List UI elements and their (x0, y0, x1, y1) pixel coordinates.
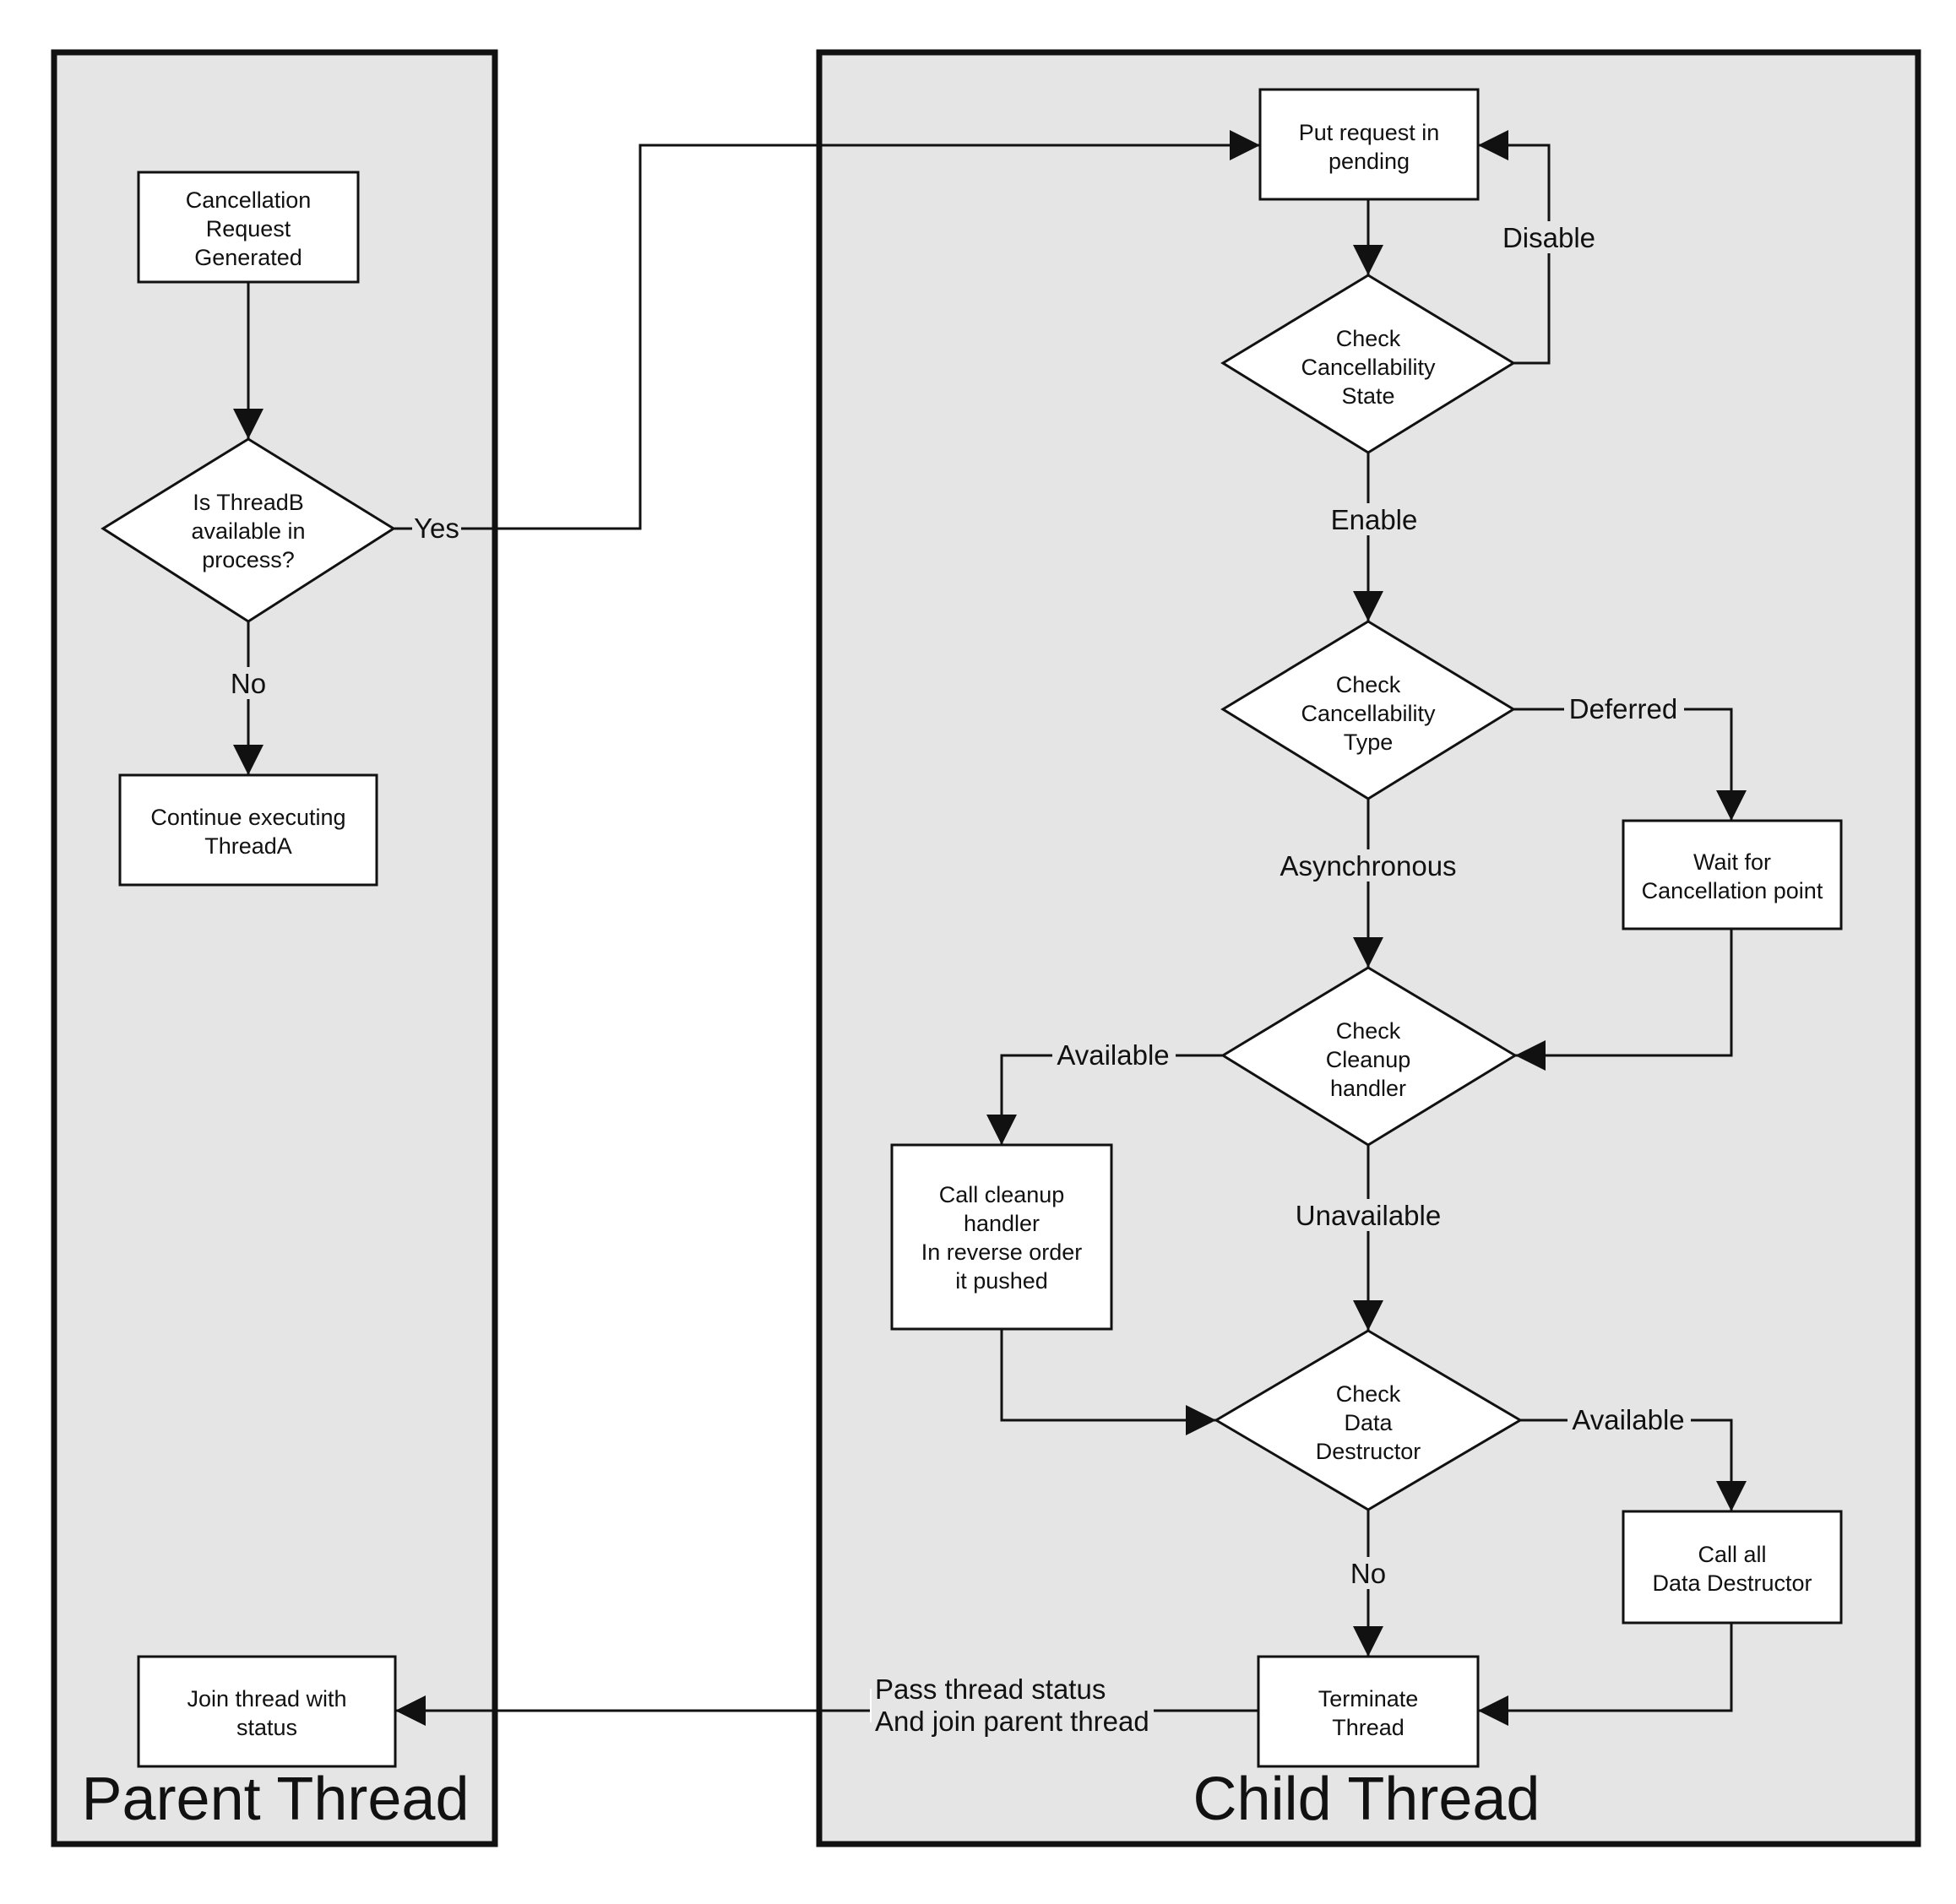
node-label: Join thread with (187, 1686, 346, 1711)
edge-destructors-to-terminate (1478, 1623, 1733, 1726)
node-label: Data (1344, 1410, 1393, 1435)
node-continue-executing: Continue executing ThreadA (118, 773, 378, 887)
edge-label-no: No (231, 668, 266, 699)
node-label: Thread (1332, 1715, 1405, 1740)
node-terminate-thread: Terminate Thread (1257, 1655, 1480, 1768)
node-label: pending (1328, 149, 1410, 174)
node-label: Terminate (1318, 1686, 1419, 1711)
node-label: Data Destructor (1652, 1570, 1812, 1596)
parent-thread-lane: Parent Thread (51, 49, 498, 1847)
node-call-cleanup-handler: Call cleanup handler In reverse order it… (890, 1143, 1113, 1331)
edge-label-pass-status: Pass thread status (875, 1673, 1106, 1705)
edge-label-join-parent: And join parent thread (875, 1706, 1149, 1737)
node-label: Check (1336, 1018, 1401, 1044)
node-label: Request (206, 216, 291, 241)
edge-cleanup-to-destructor (1000, 1329, 1216, 1435)
edge-label-enable: Enable (1331, 504, 1418, 535)
node-label: ThreadA (204, 833, 292, 859)
node-label: Generated (194, 245, 302, 270)
node-label: Type (1344, 730, 1394, 755)
edge-label-unavailable: Unavailable (1296, 1200, 1441, 1231)
node-label: available in (191, 518, 305, 544)
node-label: process? (202, 547, 295, 572)
edge-wait-to-cleanup (1515, 929, 1733, 1071)
edge-label-available-cleanup: Available (1057, 1039, 1169, 1071)
node-label: Put request in (1299, 120, 1440, 145)
node-label: Cancellation point (1642, 878, 1823, 903)
decision-check-data-destructor: Check Data Destructor (1214, 1329, 1523, 1511)
edge-label-no-destructor: No (1350, 1558, 1386, 1589)
node-label: Cleanup (1326, 1047, 1411, 1072)
node-label: Wait for (1693, 849, 1771, 875)
node-label: Check (1336, 326, 1401, 351)
decision-check-cancellability-type: Check Cancellability Type (1220, 620, 1516, 800)
edge-label-disable: Disable (1502, 222, 1595, 253)
decision-check-cancellability-state: Check Cancellability State (1220, 274, 1516, 454)
node-label: Is ThreadB (193, 490, 304, 515)
node-label: Call cleanup (939, 1182, 1065, 1207)
node-label: Cancellation (186, 187, 312, 213)
node-label: Check (1336, 1381, 1401, 1407)
node-label: Destructor (1316, 1439, 1421, 1464)
node-label: Cancellability (1301, 701, 1436, 726)
parent-thread-title: Parent Thread (82, 1766, 470, 1833)
node-label: handler (1330, 1076, 1406, 1101)
node-label: Continue executing (150, 805, 345, 830)
node-label: Check (1336, 672, 1401, 697)
edge-label-available-destructor: Available (1572, 1404, 1684, 1435)
node-cancellation-request: Cancellation Request Generated (137, 171, 360, 284)
edge-disable-loop (1478, 130, 1551, 365)
node-wait-cancellation-point: Wait for Cancellation point (1622, 819, 1843, 930)
node-label: Call all (1698, 1542, 1766, 1567)
node-label: status (236, 1715, 297, 1740)
edge-label-asynchronous: Asynchronous (1280, 850, 1456, 881)
node-label: handler (964, 1211, 1040, 1236)
node-put-request-pending: Put request in pending (1258, 88, 1480, 201)
edge-yes-to-pending (394, 130, 1260, 530)
child-thread-title: Child Thread (1193, 1766, 1540, 1833)
edge-label-yes: Yes (414, 513, 459, 544)
decision-is-threadb-available: Is ThreadB available in process? (101, 437, 396, 623)
node-label: State (1341, 383, 1394, 409)
decision-check-cleanup-handler: Check Cleanup handler (1220, 966, 1518, 1147)
node-label: Cancellability (1301, 355, 1436, 380)
node-join-thread: Join thread with status (137, 1655, 397, 1768)
node-label: it pushed (955, 1268, 1048, 1294)
node-label: In reverse order (921, 1239, 1083, 1265)
node-call-data-destructors: Call all Data Destructor (1622, 1510, 1843, 1625)
edge-labels: Yes No Disable Enable Deferred Asynchron… (228, 221, 1691, 1739)
edge-label-deferred: Deferred (1569, 693, 1677, 724)
